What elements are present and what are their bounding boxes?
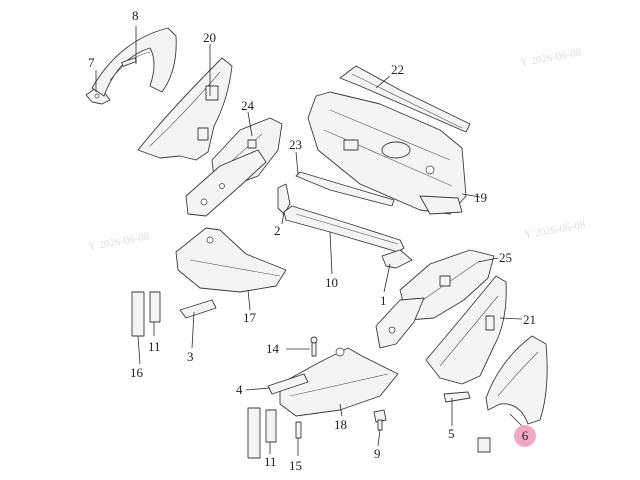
callout-10: 10: [325, 275, 338, 290]
part-2: [277, 183, 291, 215]
part-23: [295, 171, 395, 207]
part-16-lower: [247, 407, 261, 459]
callout-8: 8: [132, 8, 139, 23]
callout-11-left: 11: [148, 339, 161, 354]
part-3: [179, 299, 217, 319]
callout-9: 9: [374, 446, 381, 461]
callout-11-lower: 11: [264, 454, 277, 469]
callout-14: 14: [266, 341, 279, 356]
front-rail-right: [375, 297, 425, 349]
part-21: [425, 275, 507, 385]
part-4: [267, 373, 309, 395]
callout-22: 22: [391, 62, 404, 77]
callout-6: 6: [514, 425, 536, 447]
callout-3: 3: [187, 349, 194, 364]
part-10: [283, 205, 405, 253]
part-5: [443, 391, 471, 403]
callout-16: 16: [130, 365, 143, 380]
leader-lines: [95, 26, 527, 456]
part-8: [91, 27, 177, 97]
callout-15: 15: [289, 458, 302, 473]
callout-25: 25: [499, 250, 512, 265]
callout-4: 4: [236, 382, 243, 397]
part-22: [339, 65, 471, 133]
callout-20: 20: [203, 30, 216, 45]
callout-7: 7: [88, 55, 95, 70]
fender-bracket: [477, 437, 491, 453]
part-9: [373, 409, 387, 431]
part-11-left: [149, 291, 161, 323]
part-15: [295, 421, 302, 439]
part-19-dash-panel: [307, 91, 467, 215]
part-20: [137, 57, 233, 161]
part-14: [310, 336, 318, 357]
front-rail-left: [185, 149, 267, 217]
callout-19: 19: [474, 190, 487, 205]
part-1: [381, 249, 413, 269]
part-16: [131, 291, 145, 337]
part-18: [279, 347, 399, 417]
callout-18: 18: [334, 417, 347, 432]
part-17: [175, 227, 287, 293]
part-6: [485, 335, 548, 425]
callout-1: 1: [380, 293, 387, 308]
callout-2: 2: [274, 223, 281, 238]
callout-23: 23: [289, 137, 302, 152]
callout-21: 21: [523, 312, 536, 327]
callout-17: 17: [243, 310, 256, 325]
part-25: [399, 249, 495, 321]
callout-5: 5: [448, 426, 455, 441]
part-11-lower: [265, 409, 277, 443]
callout-24: 24: [241, 98, 254, 113]
